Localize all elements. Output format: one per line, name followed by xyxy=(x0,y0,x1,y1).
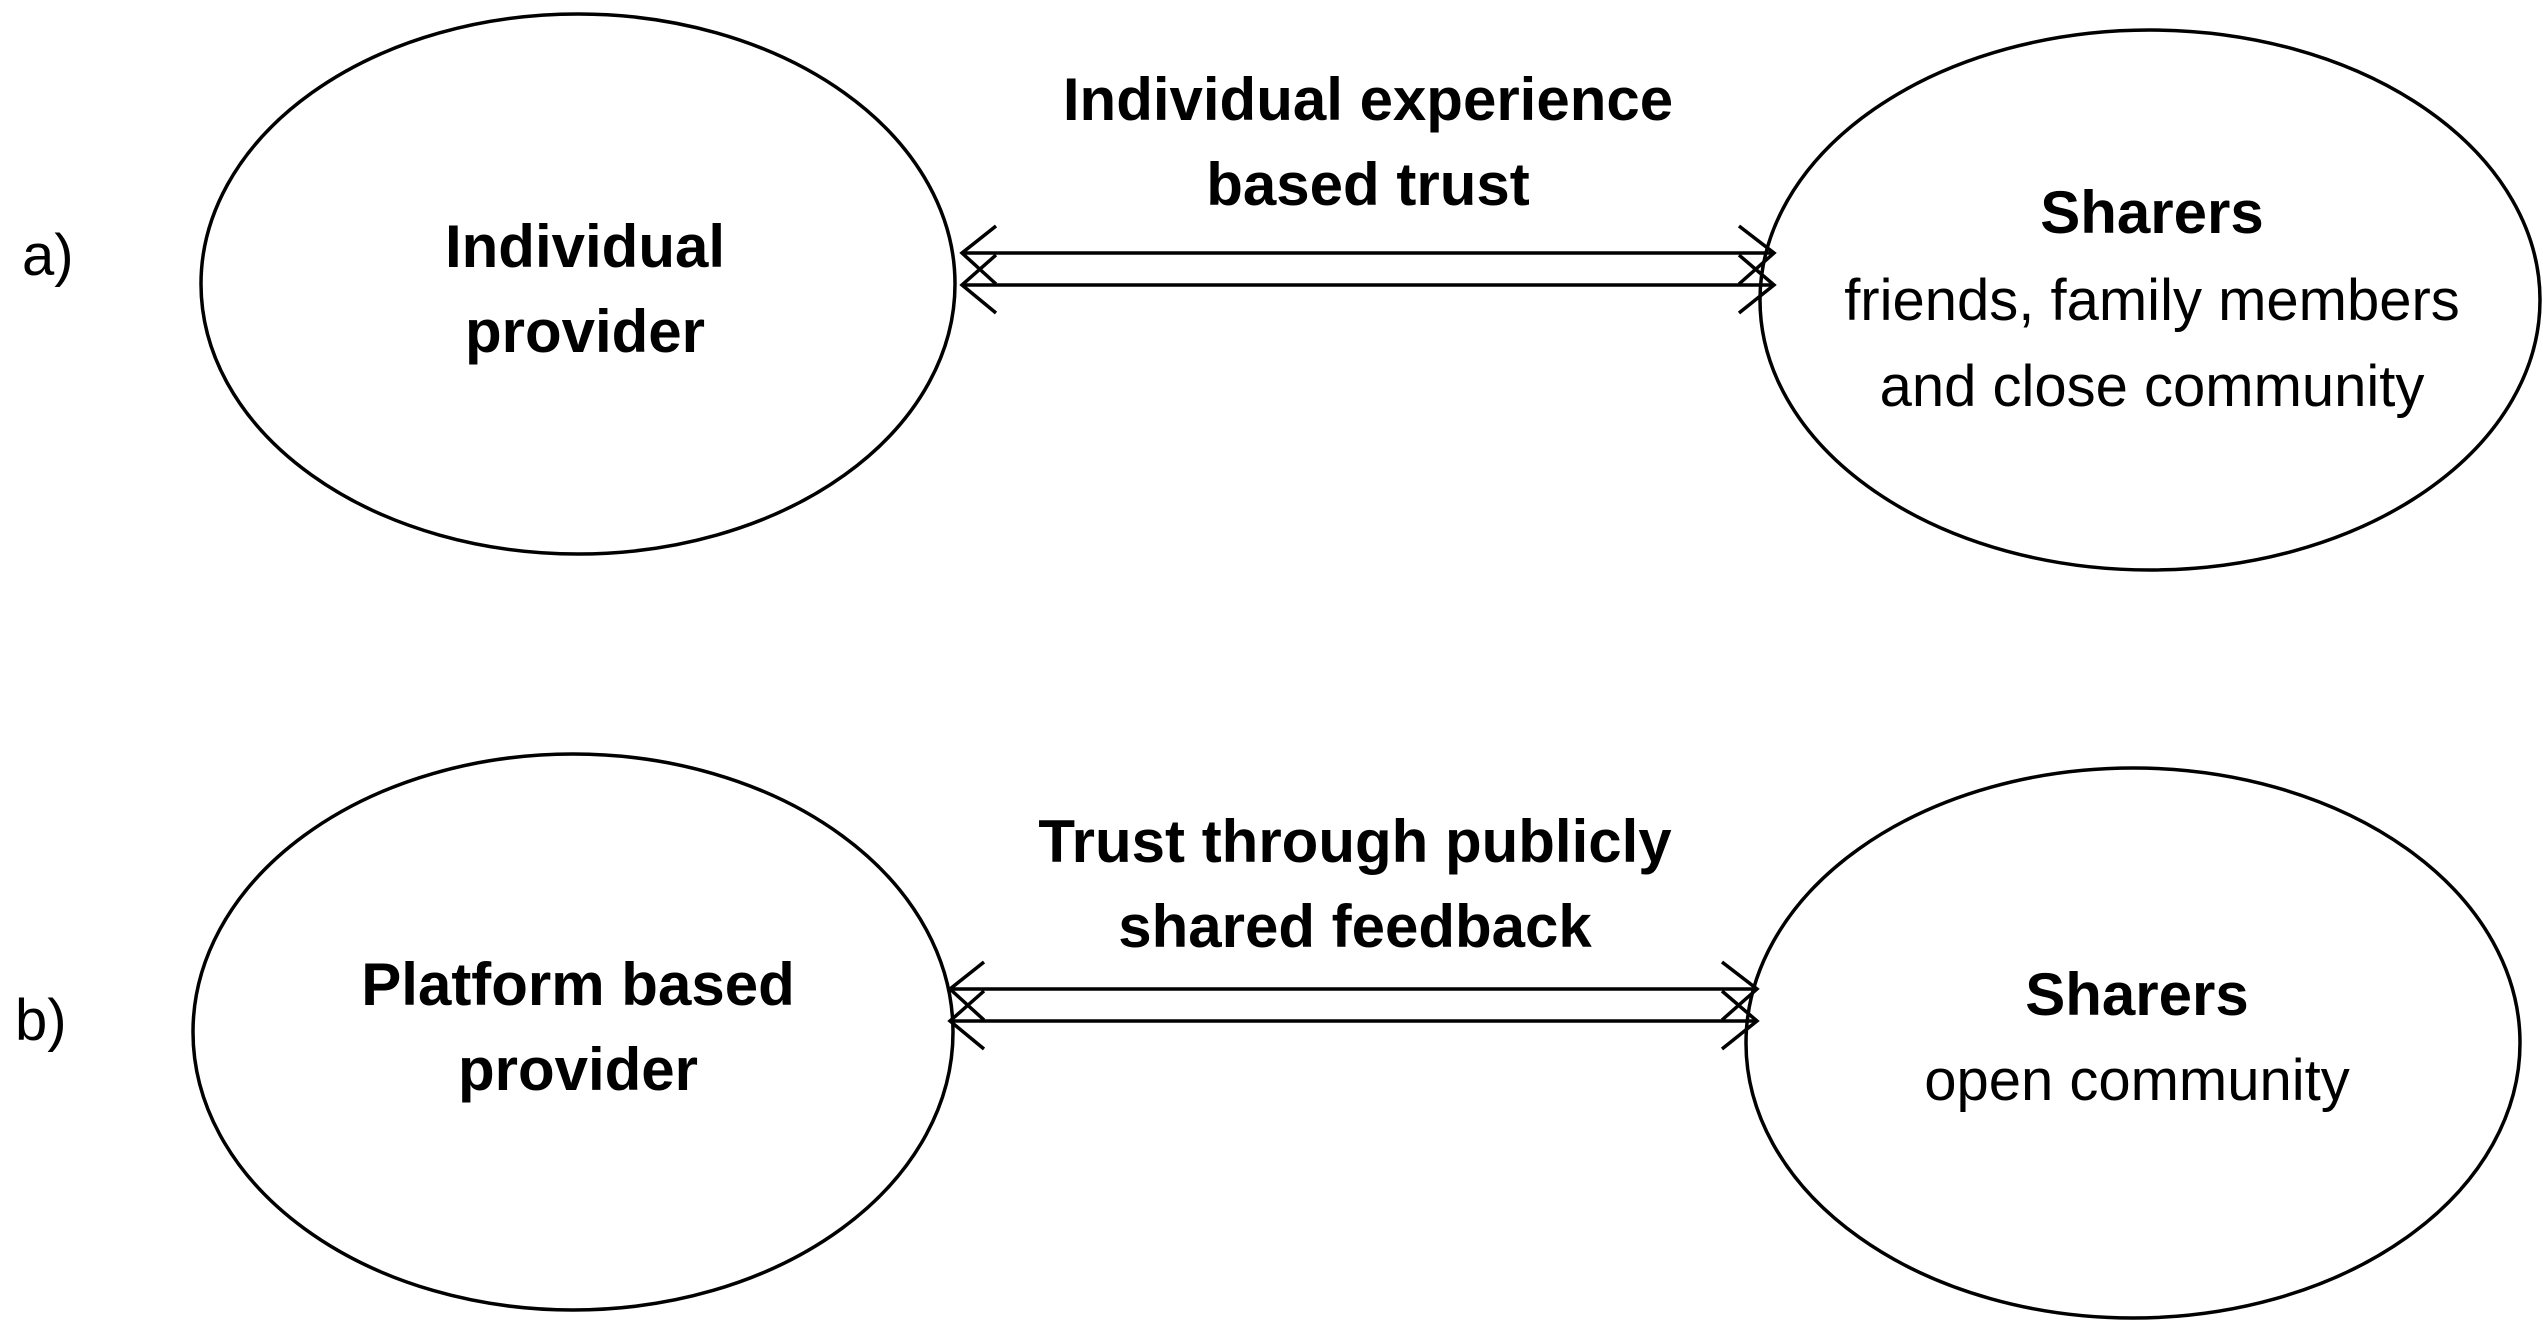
panel-a-individual-provider-node: Individual provider xyxy=(199,12,957,556)
panel-a-right-title: Sharers xyxy=(2040,179,2263,246)
panel-a: a) Individual provider Sharers friends, … xyxy=(22,12,2542,572)
panel-b-right-title: Sharers xyxy=(2025,961,2248,1028)
panel-b-arrowhead-right-top xyxy=(1720,960,1760,1022)
panel-a-relation-line2: based trust xyxy=(1206,151,1529,218)
panel-a-right-sub-line1: friends, family members xyxy=(1844,268,2460,333)
panel-a-left-title-line1: Individual xyxy=(445,213,725,280)
panel-b-label: b) xyxy=(15,988,67,1053)
panel-a-arrowhead-left-top xyxy=(959,224,998,286)
panel-a-relation-line1: Individual experience xyxy=(1063,66,1673,133)
panel-b-left-title-line2: provider xyxy=(458,1036,698,1103)
panel-a-left-ellipse xyxy=(199,12,957,556)
panel-b-relation-line2: shared feedback xyxy=(1118,893,1592,960)
panel-b-platform-provider-node: Platform based provider xyxy=(191,752,955,1312)
panel-b: b) Platform based provider Sharers open … xyxy=(15,752,2522,1320)
panel-b-right-sub-line1: open community xyxy=(1924,1048,2350,1113)
panel-b-right-ellipse xyxy=(1744,766,2522,1320)
panel-b-relation-line1: Trust through publicly xyxy=(1038,808,1672,875)
panel-b-sharers-node: Sharers open community xyxy=(1744,766,2522,1320)
panel-a-arrowhead-right-top xyxy=(1737,224,1777,286)
panel-a-sharers-node: Sharers friends, family members and clos… xyxy=(1758,28,2542,572)
panel-a-left-title-line2: provider xyxy=(465,298,705,365)
panel-b-arrowhead-right-bottom xyxy=(1720,989,1760,1051)
panel-b-left-title-line1: Platform based xyxy=(361,951,794,1018)
panel-a-arrowhead-right-bottom xyxy=(1737,253,1777,315)
panel-a-label: a) xyxy=(22,223,74,288)
panel-b-arrowhead-left-top xyxy=(947,960,986,1022)
panel-a-arrowhead-left-bottom xyxy=(959,253,998,315)
panel-b-left-ellipse xyxy=(191,752,955,1312)
panel-a-right-sub-line2: and close community xyxy=(1880,354,2425,419)
panel-a-right-ellipse xyxy=(1758,28,2542,572)
panel-a-bidirectional-arrow xyxy=(959,224,1777,315)
panel-b-arrowhead-left-bottom xyxy=(947,989,986,1051)
panel-b-bidirectional-arrow xyxy=(947,960,1760,1051)
